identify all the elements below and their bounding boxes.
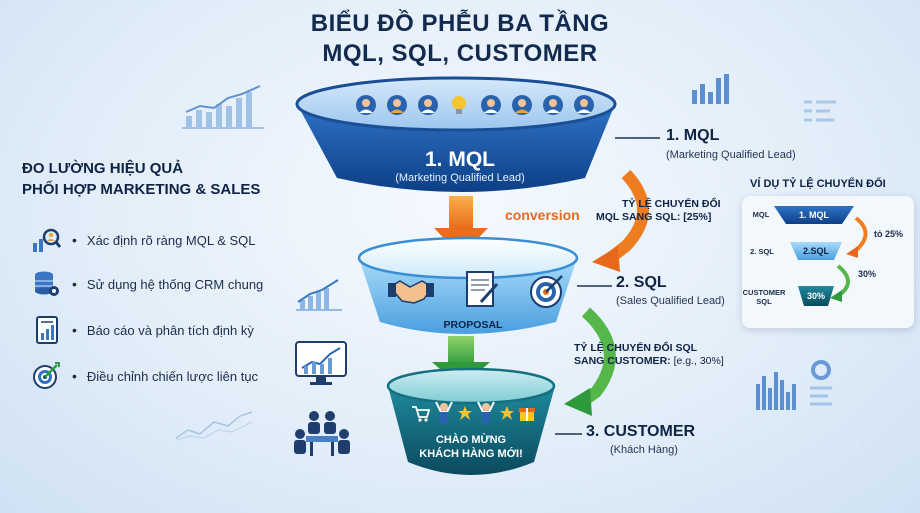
decor-line-chart-icon bbox=[175, 411, 253, 441]
right-label-sql: 2. SQL bbox=[616, 274, 667, 291]
cart-icon bbox=[411, 406, 430, 422]
person-icon bbox=[418, 95, 439, 115]
page-title-line2: MQL, SQL, CUSTOMER bbox=[322, 40, 598, 67]
example-box: MQL 1. MQL 2. SQL 2.SQL CUSTOMER SQL 30%… bbox=[742, 196, 914, 328]
conversion-sql-customer-line2-bold: SANG CUSTOMER: bbox=[574, 355, 671, 367]
left-panel-item: • Báo cáo và phân tích định kỳ bbox=[30, 314, 254, 346]
decor-bar-chart-icon bbox=[182, 85, 264, 129]
right-label-customer: 3. CUSTOMER bbox=[586, 423, 696, 440]
conversion-curve-arrow-green bbox=[564, 307, 616, 416]
example-rate-2: 30% bbox=[858, 269, 877, 279]
target-arrow-icon bbox=[530, 275, 563, 308]
left-panel-item-text: Sử dụng hệ thống CRM chung bbox=[86, 276, 264, 292]
right-label-sql-subtitle: (Sales Qualified Lead) bbox=[616, 295, 725, 307]
decor-column-chart-icon bbox=[756, 372, 796, 410]
funnel-customer bbox=[386, 367, 556, 475]
customer-welcome: CHÀO MỪNG KHÁCH HÀNG MỚI! bbox=[400, 433, 542, 461]
customer-welcome-line2: KHÁCH HÀNG MỚI! bbox=[419, 448, 523, 460]
example-row-bar: 1. MQL bbox=[798, 210, 829, 220]
star-icon bbox=[457, 406, 472, 420]
conversion-label: conversion bbox=[505, 207, 580, 223]
conversion-sql-customer: TỶ LỆ CHUYỂN ĐỔI SQL SANG CUSTOMER: [e.g… bbox=[574, 342, 724, 368]
left-panel-item-text: Điều chỉnh chiến lược liên tục bbox=[86, 368, 259, 384]
conversion-mql-sql-line2: MQL SANG SQL: [25%] bbox=[596, 211, 712, 223]
example-row-label: 2. SQL bbox=[750, 247, 774, 256]
left-panel-title-line1: ĐO LƯỜNG HIỆU QUẢ bbox=[22, 160, 184, 177]
customer-welcome-line1: CHÀO MỪNG bbox=[435, 434, 507, 446]
decor-monitor-chart-icon bbox=[295, 341, 347, 385]
left-panel-item: • Sử dụng hệ thống CRM chung bbox=[30, 268, 263, 300]
decor-mini-chart-icon bbox=[692, 74, 729, 104]
decor-pie-icon bbox=[810, 360, 832, 406]
proposal-document-icon bbox=[466, 271, 499, 307]
example-row-label: CUSTOMER SQL bbox=[742, 288, 786, 306]
person-icon bbox=[387, 95, 408, 115]
database-gear-icon bbox=[30, 268, 62, 300]
left-panel-item-text: Báo cáo và phân tích định kỳ bbox=[86, 322, 254, 338]
right-label-customer-subtitle: (Khách Hàng) bbox=[610, 444, 678, 456]
sparkle-icon bbox=[842, 422, 872, 452]
example-row-bar: 2.SQL bbox=[802, 246, 829, 256]
funnel-mql-subtitle: (Marketing Qualified Lead) bbox=[395, 172, 525, 184]
person-icon bbox=[480, 95, 501, 115]
example-title: VÍ DỤ TỶ LỆ CHUYỂN ĐỔI bbox=[750, 178, 886, 190]
left-panel-item-text: Xác định rõ ràng MQL & SQL bbox=[86, 232, 256, 248]
gift-icon bbox=[518, 408, 535, 421]
conversion-mql-sql: TỶ LỆ CHUYỂN ĐỔI MQL SANG SQL: [25%] bbox=[596, 198, 721, 224]
person-cheering-icon bbox=[476, 401, 495, 424]
page-title-line1: BIỂU ĐỒ PHỄU BA TẦNG bbox=[310, 10, 610, 37]
person-icon bbox=[511, 95, 532, 115]
conversion-sql-customer-line2-rest: [e.g., 30%] bbox=[670, 355, 724, 367]
conversion-curve-arrow-orange bbox=[592, 169, 649, 272]
example-row-label: MQL bbox=[752, 210, 770, 219]
right-label-mql: 1. MQL bbox=[666, 127, 720, 144]
person-icon bbox=[542, 95, 563, 115]
handshake-icon bbox=[388, 280, 434, 304]
left-panel-item: • Xác định rõ ràng MQL & SQL bbox=[30, 224, 256, 256]
lightbulb-icon bbox=[452, 96, 467, 114]
decor-rising-chart-icon bbox=[296, 279, 342, 311]
funnel-mql-title: 1. MQL bbox=[424, 148, 495, 171]
person-icon bbox=[573, 95, 594, 115]
left-panel-item: • Điều chỉnh chiến lược liên tục bbox=[30, 360, 258, 392]
example-mini-funnel bbox=[774, 206, 868, 306]
left-panel-title-line2: PHỐI HỢP MARKETING & SALES bbox=[22, 181, 261, 198]
conversion-mql-sql-line1: TỶ LỆ CHUYỂN ĐỔI bbox=[622, 198, 721, 210]
conversion-sql-customer-line1: TỶ LỆ CHUYỂN ĐỔI SQL bbox=[574, 342, 698, 354]
person-icon bbox=[356, 95, 376, 115]
customer-celebration-icons bbox=[408, 397, 538, 429]
star-icon bbox=[499, 406, 514, 420]
report-chart-icon bbox=[30, 314, 62, 346]
decor-meeting-icon bbox=[294, 411, 350, 456]
magnifier-people-icon bbox=[30, 224, 62, 256]
example-rate-1: tỏ 25% bbox=[874, 229, 904, 239]
target-icon bbox=[30, 360, 62, 392]
decor-list-icon bbox=[804, 100, 836, 122]
proposal-label: PROPOSAL bbox=[443, 319, 503, 331]
example-row-bar: 30% bbox=[806, 291, 825, 301]
person-cheering-icon bbox=[434, 401, 453, 424]
sql-icons bbox=[388, 268, 568, 312]
mql-avatars bbox=[355, 90, 595, 120]
right-label-mql-subtitle: (Marketing Qualified Lead) bbox=[666, 149, 796, 161]
